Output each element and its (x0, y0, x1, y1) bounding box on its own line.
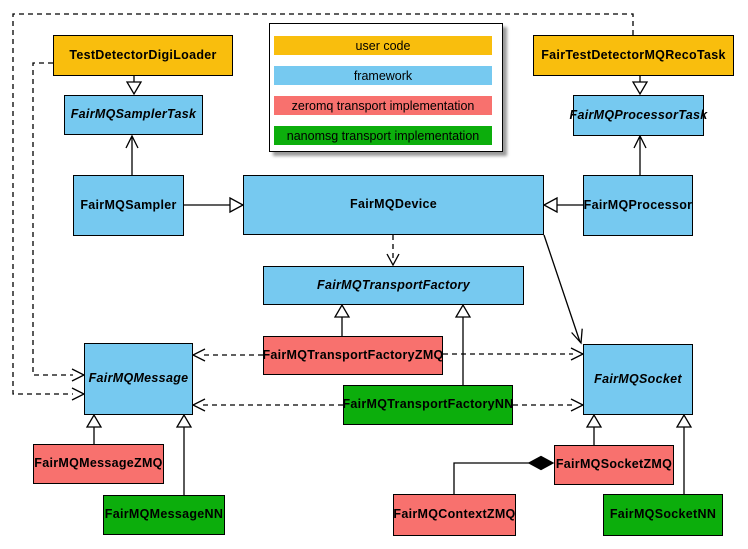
node-fairmqmessage: FairMQMessage (84, 343, 193, 415)
legend-item-nanomsg: nanomsg transport implementation (274, 126, 492, 145)
node-fairmqsampler: FairMQSampler (73, 175, 184, 236)
node-fairmqsocketzmq: FairMQSocketZMQ (554, 445, 674, 485)
node-fairmqmessagenn: FairMQMessageNN (103, 495, 225, 535)
edge-recotask-uses-message (12, 13, 634, 395)
legend-item-framework: framework (274, 66, 492, 85)
node-fairmqcontextzmq: FairMQContextZMQ (393, 494, 516, 536)
node-fairmqsocket: FairMQSocket (583, 344, 693, 415)
node-fairmqtransportfactorynn: FairMQTransportFactoryNN (342, 385, 513, 425)
node-fairmqprocessortask: FairMQProcessorTask (570, 95, 707, 136)
legend-item-user-code: user code (274, 36, 492, 55)
node-fairmqsamplertask: FairMQSamplerTask (64, 95, 203, 135)
node-fairmqsocketnn: FairMQSocketNN (603, 494, 723, 536)
association-edges (125, 134, 647, 345)
legend: user code framework zeromq transport imp… (269, 23, 503, 152)
edge-contextzmq-composed-in-socketzmq (453, 455, 555, 494)
node-fairmqmessagezmq: FairMQMessageZMQ (33, 444, 164, 484)
node-fairmqdevice: FairMQDevice (243, 175, 544, 235)
composition-diamond (527, 455, 555, 471)
edge-digiloader-uses-message (32, 62, 73, 376)
node-fairmqtransportfactory: FairMQTransportFactory (263, 266, 524, 305)
node-fairtestdetectormqrecotask: FairTestDetectorMQRecoTask (533, 35, 734, 76)
legend-item-zeromq: zeromq transport implementation (274, 96, 492, 115)
node-testdetectordigiloader: TestDetectorDigiLoader (53, 35, 233, 76)
node-fairmqprocessor: FairMQProcessor (583, 175, 693, 236)
node-fairmqtransportfactoryzmq: FairMQTransportFactoryZMQ (262, 336, 443, 375)
inheritance-arrowheads (85, 81, 693, 428)
edge-device-has-socket (543, 234, 581, 343)
inheritance-edges (93, 76, 685, 495)
